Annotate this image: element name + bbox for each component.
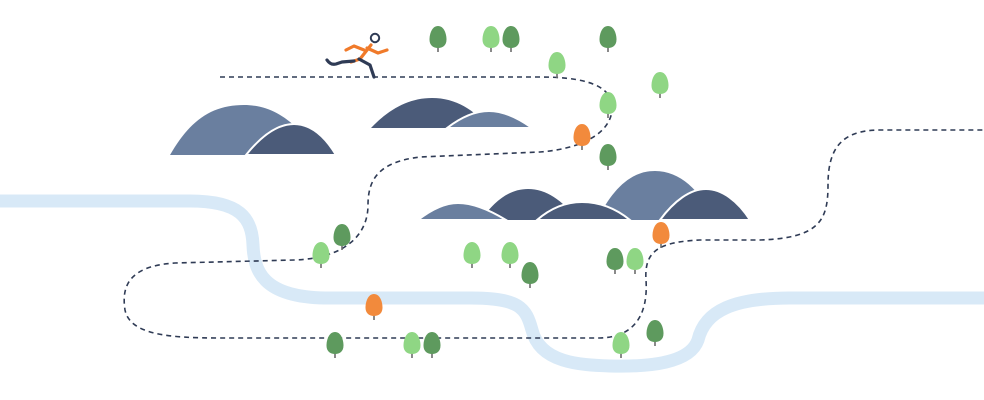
tree-icon	[646, 320, 664, 346]
tree-icon	[612, 332, 630, 358]
tree-crown	[521, 262, 539, 284]
tree-icon	[423, 332, 441, 358]
hill-group-right	[415, 171, 752, 221]
tree-icon	[599, 26, 617, 52]
tree-icon	[326, 332, 344, 358]
hill-group-left	[170, 105, 338, 156]
tree-crown	[573, 124, 591, 146]
hill-icon	[415, 201, 510, 221]
hill-icon	[243, 122, 338, 156]
tree-icon	[599, 144, 617, 170]
tree-crown	[403, 332, 421, 354]
tree-crown	[646, 320, 664, 342]
tree-icon	[403, 332, 421, 358]
tree-crown	[312, 242, 330, 264]
tree-icon	[482, 26, 500, 52]
tree-icon	[365, 294, 383, 320]
runner-leg	[357, 57, 376, 79]
tree-crown	[606, 248, 624, 270]
tree-icon	[502, 26, 520, 52]
hill-group-middle	[371, 98, 536, 129]
runner-leg	[325, 58, 356, 66]
tree-icon	[651, 72, 669, 98]
tree-crown	[599, 144, 617, 166]
tree-crown	[423, 332, 441, 354]
tree-crown	[502, 26, 520, 48]
tree-crown	[333, 224, 351, 246]
tree-icon	[463, 242, 481, 268]
hill-icon	[444, 109, 536, 129]
tree-icon	[548, 52, 566, 78]
tree-crown	[599, 26, 617, 48]
river	[0, 194, 984, 373]
tree-icon	[599, 92, 617, 118]
tree-icon	[501, 242, 519, 268]
hill-icon	[534, 200, 633, 221]
tree-icon	[429, 26, 447, 52]
tree-crown	[365, 294, 383, 316]
runner-icon	[325, 32, 389, 79]
runner-arm	[365, 46, 389, 55]
runner-arm	[344, 44, 366, 52]
tree-crown	[326, 332, 344, 354]
tree-icon	[626, 248, 644, 274]
tree-icon	[573, 124, 591, 150]
runner-head	[369, 32, 381, 44]
trees	[312, 26, 670, 358]
tree-crown	[652, 222, 670, 244]
tree-icon	[652, 222, 670, 248]
tree-crown	[482, 26, 500, 48]
tree-crown	[429, 26, 447, 48]
tree-icon	[333, 224, 351, 250]
tree-crown	[548, 52, 566, 74]
tree-crown	[501, 242, 519, 264]
tree-crown	[599, 92, 617, 114]
tree-crown	[463, 242, 481, 264]
tree-icon	[521, 262, 539, 288]
tree-icon	[312, 242, 330, 268]
tree-crown	[626, 248, 644, 270]
tree-icon	[606, 248, 624, 274]
tree-crown	[612, 332, 630, 354]
hill-icon	[658, 187, 752, 221]
tree-crown	[651, 72, 669, 94]
